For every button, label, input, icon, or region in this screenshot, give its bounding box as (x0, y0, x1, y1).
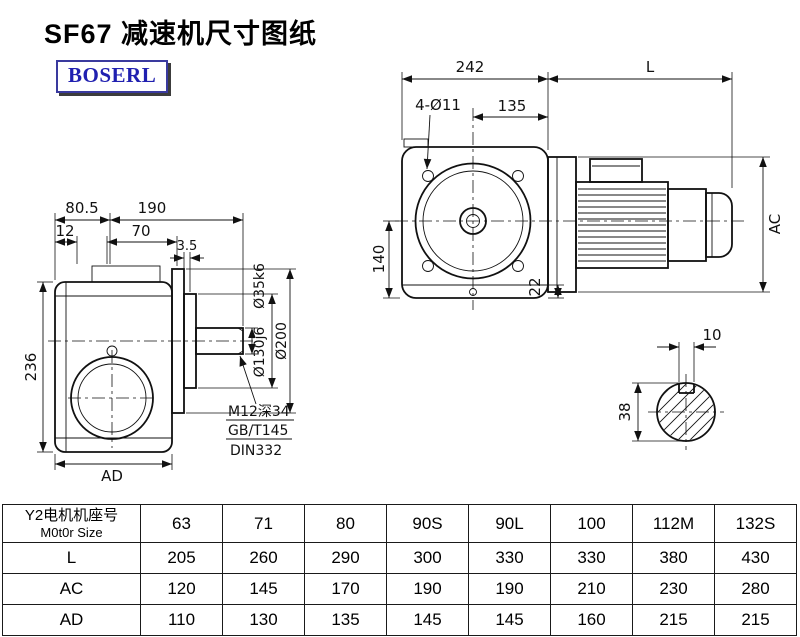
value-cell: 215 (632, 604, 715, 636)
col-header-cell: 63 (140, 504, 223, 543)
dim-AC: AC (766, 214, 784, 234)
motor-size-table: Y2电机机座号 M0t0r Size 63 71 80 90S 90L 100 … (2, 504, 797, 636)
table-header-row: Y2电机机座号 M0t0r Size 63 71 80 90S 90L 100 … (2, 504, 797, 543)
value-cell: 190 (386, 573, 469, 605)
col-header-cell: 132S (714, 504, 797, 543)
dim-140: 140 (370, 245, 388, 274)
front-view-dimensions: 242 L 4-Ø11 135 140 22 AC (370, 58, 784, 299)
dim-80-5: 80.5 (65, 199, 98, 217)
value-cell: 430 (714, 542, 797, 574)
table-row-AD: AD 110 130 135 145 145 160 215 215 (2, 604, 797, 636)
dim-10: 10 (702, 326, 721, 344)
note-standard-din: DIN332 (230, 443, 282, 459)
value-cell: 290 (304, 542, 387, 574)
value-cell: 190 (468, 573, 551, 605)
value-cell: 145 (222, 573, 305, 605)
dim-190: 190 (138, 199, 167, 217)
page-title: SF67 减速机尺寸图纸 (44, 19, 318, 49)
note-standard-gb: GB/T145 (228, 423, 288, 439)
col-header-cell: 90L (468, 504, 551, 543)
value-cell: 230 (632, 573, 715, 605)
value-cell: 330 (550, 542, 633, 574)
dim-22: 22 (526, 277, 544, 296)
value-cell: 330 (468, 542, 551, 574)
value-cell: 145 (386, 604, 469, 636)
dim-236: 236 (22, 353, 40, 382)
col-header-cell: 71 (222, 504, 305, 543)
front-view (395, 108, 745, 310)
dim-70: 70 (131, 222, 150, 240)
table-row-L: L 205 260 290 300 330 330 380 430 (2, 542, 797, 574)
technical-drawing: 242 L 4-Ø11 135 140 22 AC (22, 58, 784, 485)
note-tapped-hole: M12深34 (228, 404, 290, 420)
header-en: M0t0r Size (40, 524, 103, 540)
col-header-cell: 100 (550, 504, 633, 543)
value-cell: 215 (714, 604, 797, 636)
value-cell: 160 (550, 604, 633, 636)
col-header-cell: 80 (304, 504, 387, 543)
dim-38: 38 (616, 402, 634, 421)
dim-135: 135 (498, 97, 527, 115)
dim-bolt-holes: 4-Ø11 (415, 96, 461, 114)
value-cell: 170 (304, 573, 387, 605)
header-motor-size-cell: Y2电机机座号 M0t0r Size (2, 504, 141, 543)
dim-12: 12 (55, 222, 74, 240)
dim-L: L (646, 58, 655, 76)
value-cell: 130 (222, 604, 305, 636)
label-flange-diameter: Ø200 (274, 322, 290, 360)
value-cell: 300 (386, 542, 469, 574)
dim-242: 242 (456, 58, 485, 76)
value-cell: 380 (632, 542, 715, 574)
brand-logo: BOSERL (56, 60, 169, 93)
row-label-cell: L (2, 542, 141, 574)
row-label-cell: AD (2, 604, 141, 636)
dim-AD: AD (101, 467, 123, 485)
value-cell: 205 (140, 542, 223, 574)
side-view-dimensions: 236 80.5 190 12 70 3.5 (22, 199, 296, 485)
side-view (48, 265, 254, 453)
value-cell: 260 (222, 542, 305, 574)
value-cell: 135 (304, 604, 387, 636)
value-cell: 210 (550, 573, 633, 605)
dim-3-5: 3.5 (177, 239, 198, 254)
col-header-cell: 112M (632, 504, 715, 543)
value-cell: 110 (140, 604, 223, 636)
label-spigot-diameter: Ø130j6 (252, 327, 268, 378)
value-cell: 280 (714, 573, 797, 605)
table-row-AC: AC 120 145 170 190 190 210 230 280 (2, 573, 797, 605)
value-cell: 145 (468, 604, 551, 636)
header-cn: Y2电机机座号 (24, 506, 119, 524)
value-cell: 120 (140, 573, 223, 605)
col-header-cell: 90S (386, 504, 469, 543)
label-shaft-diameter: Ø35k6 (252, 263, 268, 309)
shaft-section-view: 10 38 (616, 326, 724, 450)
row-label-cell: AC (2, 573, 141, 605)
